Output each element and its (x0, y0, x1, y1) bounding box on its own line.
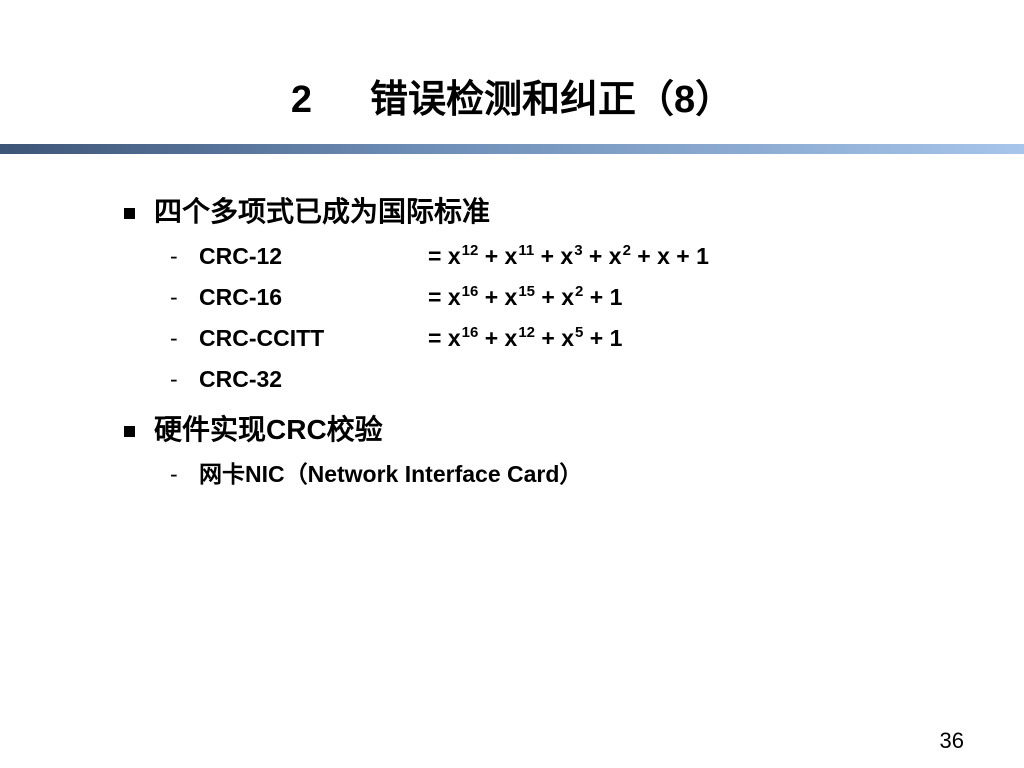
slide-content: 四个多项式已成为国际标准 - CRC-12 = x12 + x11 + x3 +… (120, 188, 1000, 495)
formula-term: x12 + (447, 242, 505, 269)
sub-item-text: 网卡NIC（Network Interface Card） (199, 461, 583, 487)
polynomial-formula: = x12 + x11 + x3 + x2 + x + 1 (428, 236, 709, 277)
bullet-item: 四个多项式已成为国际标准 (120, 188, 1000, 236)
dash-icon: - (170, 325, 178, 351)
polynomial-name: CRC-32 (199, 366, 283, 392)
formula-term: x16 + (447, 324, 505, 351)
square-bullet-icon (124, 426, 135, 437)
polynomial-formula: = x16 + x15 + x2 + 1 (428, 277, 622, 318)
polynomial-name: CRC-12 (199, 243, 283, 269)
formula-term: x16 + (447, 283, 505, 310)
sub-item-crc16: - CRC-16 = x16 + x15 + x2 + 1 (120, 277, 1000, 318)
formula-equals: = (428, 325, 448, 351)
sub-item-crc32: - CRC-32 (120, 359, 1000, 400)
slide-title-number: 2 (290, 79, 312, 121)
formula-term: x2 + 1 (561, 283, 623, 310)
formula-term: x12 + (504, 324, 562, 351)
slide-title: 2 错误检测和纠正（8） (0, 70, 1024, 130)
title-divider (0, 144, 1024, 154)
square-bullet-icon (124, 208, 135, 219)
formula-equals: = (428, 243, 448, 269)
formula-term: x2 + x + 1 (608, 242, 709, 269)
bullet-text: 四个多项式已成为国际标准 (154, 196, 491, 227)
dash-icon: - (170, 366, 178, 392)
sub-item-crc12: - CRC-12 = x12 + x11 + x3 + x2 + x + 1 (120, 236, 1000, 277)
polynomial-name: CRC-16 (199, 284, 283, 310)
bullet-item: 硬件实现CRC校验 (120, 406, 1000, 454)
formula-term: x3 + (560, 242, 609, 269)
formula-term: x11 + (504, 242, 561, 269)
slide-title-text: 错误检测和纠正（8） (370, 79, 734, 121)
bullet-text: 硬件实现CRC校验 (154, 414, 383, 445)
page-number: 36 (939, 728, 964, 753)
dash-icon: - (170, 243, 178, 269)
dash-icon: - (170, 284, 178, 310)
formula-equals: = (428, 284, 448, 310)
polynomial-formula: = x16 + x12 + x5 + 1 (428, 318, 622, 359)
formula-term: x15 + (504, 283, 562, 310)
polynomial-name: CRC-CCITT (199, 325, 325, 351)
sub-item-nic: - 网卡NIC（Network Interface Card） (120, 454, 1000, 495)
sub-item-crc-ccitt: - CRC-CCITT = x16 + x12 + x5 + 1 (120, 318, 1000, 359)
dash-icon: - (170, 461, 178, 487)
formula-term: x5 + 1 (561, 324, 623, 351)
